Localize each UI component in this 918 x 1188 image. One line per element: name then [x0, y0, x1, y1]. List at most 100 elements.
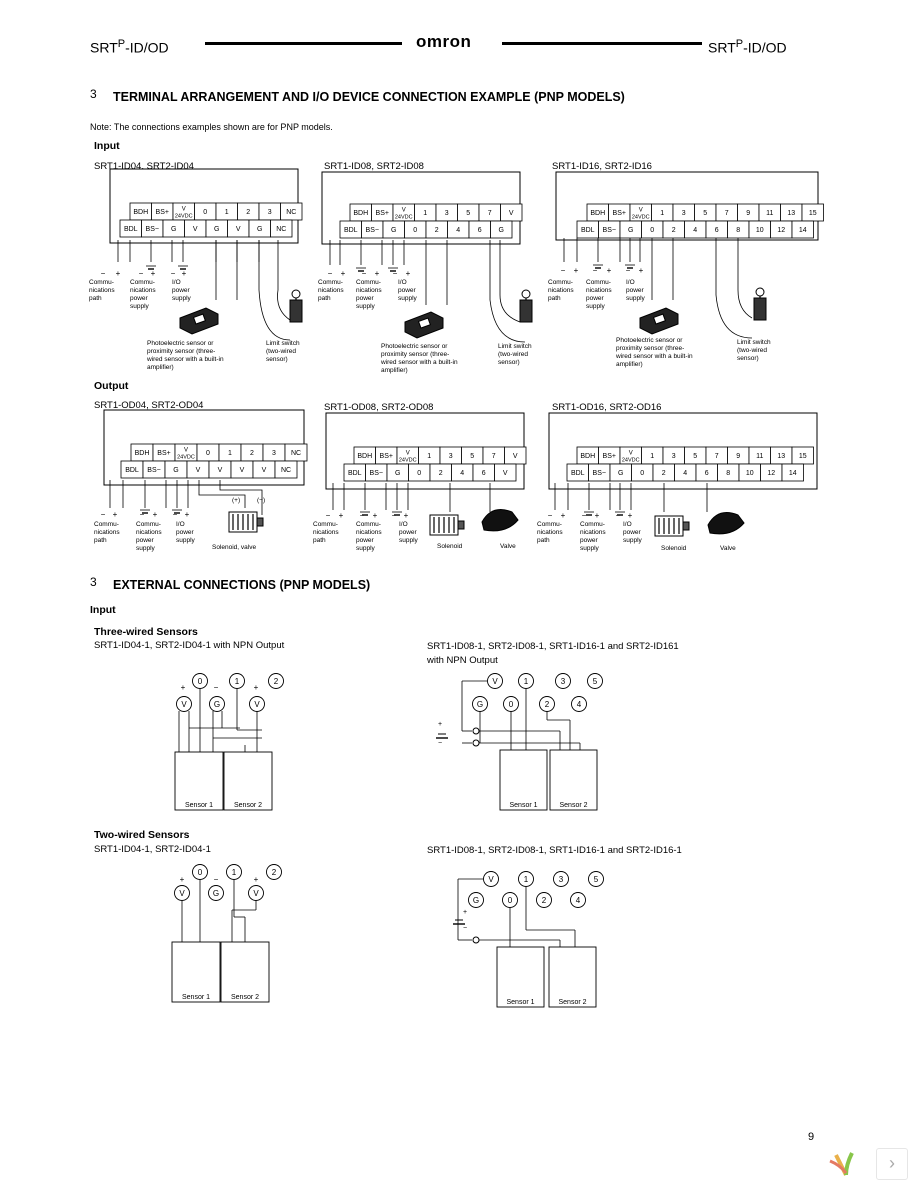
limit-switch-wire: [715, 238, 753, 339]
header-right-suffix: -ID/OD: [743, 39, 787, 56]
sensor-1-box: [499, 749, 548, 811]
terminal-circle-3-label: 3: [561, 677, 566, 686]
terminal-block-od16-top-label: 9: [736, 453, 740, 460]
sign-minus: −: [171, 269, 176, 278]
input-model-id16: SRT1-ID16, SRT2-ID16: [552, 161, 652, 172]
terminal-block-od16-bottom-label: 14: [789, 470, 797, 477]
terminal-circle-3: [553, 871, 569, 887]
terminal-block-od16-top-label: 15: [799, 453, 807, 460]
terminal-block-id16-bottom-cell: [791, 220, 814, 239]
terminal-block-od16-top-label: 24VDC: [622, 458, 640, 464]
omron-logo: omron: [416, 32, 472, 51]
next-page-arrow-icon[interactable]: ›: [876, 1148, 908, 1180]
terminal-block-id16-bottom-label: G: [628, 227, 633, 234]
two-left-model: SRT1-ID04-1, SRT2-ID04-1: [94, 844, 211, 855]
limit-switch-wire: [737, 238, 753, 319]
terminal-block-id08-top-label: 5: [466, 210, 470, 217]
terminal-circle-0: [502, 892, 518, 908]
terminal-block-id08-top-label: BS+: [376, 210, 389, 217]
terminal-circle-2-label: 2: [272, 868, 277, 877]
sign-plus: +: [151, 269, 156, 278]
terminal-circle-5: [587, 673, 603, 689]
terminal-block-od16-bottom-label: BS−: [593, 470, 606, 477]
label-limit-in08: Limit switch (two-wired sensor): [498, 343, 532, 366]
terminal-block-id16-bottom-label: 6: [715, 227, 719, 234]
label-io-power-in04: I/O power supply: [172, 279, 191, 302]
terminal-circle-V: [248, 885, 264, 901]
terminal-block-od04-bottom-label: BDL: [125, 467, 139, 474]
terminal-block-od04-top-label: 3: [272, 450, 276, 457]
terminal-block-id16-bottom-label: 14: [799, 227, 807, 234]
sign-plus: +: [116, 269, 121, 278]
terminal-circle-2: [266, 864, 282, 880]
sensor-2-box: [548, 946, 597, 1008]
photoelectric-sensor-icon-window: [652, 313, 666, 325]
terminal-block-od04-top-label: 1: [228, 450, 232, 457]
sign-minus: −: [463, 925, 467, 932]
sign-plus: +: [561, 511, 566, 520]
terminal-block-od16-bottom-label: 8: [726, 470, 730, 477]
terminal-block-od16-top-label: 5: [693, 453, 697, 460]
terminal-circle-2-label: 2: [542, 896, 547, 905]
terminal-block-id16-top-label: 13: [787, 210, 795, 217]
limit-switch-wire: [258, 240, 291, 341]
terminal-block-od08-top-label: BDH: [357, 453, 372, 460]
label-comm-power-in04: Commu- nications power supply: [130, 279, 156, 310]
terminal-block-id04-top-label: V: [182, 207, 186, 213]
label-comm-power-in16: Commu- nications power supply: [586, 279, 612, 310]
terminal-block-id16-top-label: 11: [766, 210, 773, 217]
terminal-block-id04-top-label: 24VDC: [175, 214, 193, 220]
terminal-block-id16-top-label: BS+: [613, 210, 626, 217]
terminal-block-id04-bottom-label: BS−: [146, 226, 159, 233]
sensor-2-box-label: Sensor 2: [558, 999, 586, 1006]
terminal-block-id04-bottom-label: V: [193, 226, 198, 233]
terminal-block-od04-bottom-label: G: [173, 467, 178, 474]
terminal-block-id08-top-label: 3: [445, 210, 449, 217]
header-right-prefix: SRT: [708, 39, 736, 56]
label-io-power-in08: I/O power supply: [398, 279, 417, 302]
section2-input-label: Input: [90, 604, 116, 616]
terminal-block-od16-bottom-cell: [781, 463, 804, 482]
viewer-logo-icon: [824, 1145, 864, 1181]
terminal-circle-0-label: 0: [198, 677, 203, 686]
terminal-block-id04-top-label: 3: [268, 209, 272, 216]
terminal-block-od08-bottom-label: 6: [482, 470, 486, 477]
terminal-block-id08-bottom-label: BS−: [366, 227, 379, 234]
header-rule-left: [205, 42, 402, 45]
sign-plus: +: [113, 510, 118, 519]
terminal-circle-G-label: G: [213, 889, 219, 898]
sign-plus: +: [153, 510, 158, 519]
solenoid-icon-plunger: [457, 520, 465, 530]
section2-title: EXTERNAL CONNECTIONS (PNP MODELS): [113, 578, 371, 592]
terminal-block-od04-bottom-label: NC: [281, 467, 291, 474]
terminal-block-od04-top-label: BS+: [157, 450, 170, 457]
terminal-block-od08-bottom-label: 4: [460, 470, 464, 477]
label-io-power-in16: I/O power supply: [626, 279, 645, 302]
terminal-circle-2-label: 2: [274, 677, 279, 686]
sign-minus: −: [139, 269, 144, 278]
photoelectric-sensor-icon-window: [192, 313, 206, 325]
terminal-node: [472, 739, 480, 747]
section1-title: TERMINAL ARRANGEMENT AND I/O DEVICE CONN…: [113, 90, 625, 104]
sign-minus: −: [561, 266, 566, 275]
label-limit-in04: Limit switch (two-wired sensor): [266, 340, 300, 363]
terminal-block-id04-top-label: NC: [286, 209, 296, 216]
terminal-block-od16-bottom-label: 12: [767, 470, 775, 477]
input-model-id04: SRT1-ID04, SRT2-ID04: [94, 161, 194, 172]
terminal-block-id08-top-label: 24VDC: [395, 215, 413, 221]
terminal-block-id16-top-label: 9: [746, 210, 750, 217]
valve-icon: [707, 512, 745, 535]
terminal-block-od04-top-label: NC: [291, 450, 301, 457]
terminal-block-od04-top-label: 24VDC: [177, 455, 195, 461]
terminal-block-od08-bottom-label: BDL: [348, 470, 362, 477]
sign-plus: +: [406, 269, 411, 278]
terminal-block-od16-top-label: 7: [715, 453, 719, 460]
terminal-block-id04-top-label: 2: [246, 209, 250, 216]
sensor-1-box: [171, 941, 221, 1003]
terminal-circle-G: [209, 696, 225, 712]
terminal-block-id16-bottom-label: 0: [650, 227, 654, 234]
terminal-circle-1-label: 1: [524, 677, 529, 686]
terminal-circle-4-label: 4: [576, 896, 581, 905]
sign-minus: −: [328, 269, 333, 278]
header-left-suffix: -ID/OD: [125, 39, 169, 56]
